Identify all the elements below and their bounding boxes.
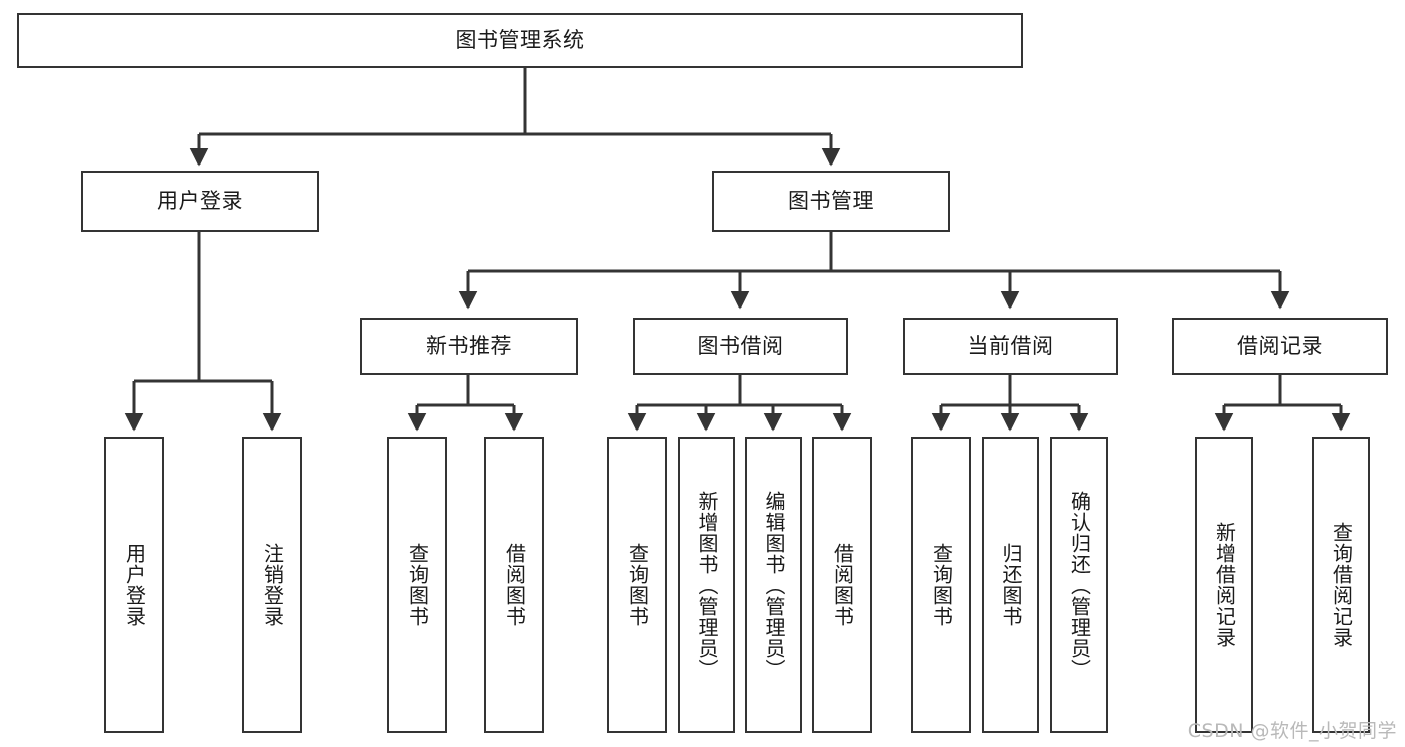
node-book-borrow-label: 图书借阅 (697, 333, 784, 358)
node-borrow-record-label: 借阅记录 (1237, 333, 1323, 358)
node-leaf-user-login-label: 用户登录 (122, 543, 147, 627)
node-current-borrow[interactable]: 当前借阅 (903, 318, 1118, 375)
node-leaf-return-book-label: 归还图书 (999, 543, 1023, 627)
node-leaf-user-login[interactable]: 用户登录 (104, 437, 164, 733)
node-leaf-query-book-1-label: 查询图书 (405, 543, 430, 627)
node-leaf-query-record[interactable]: 查询借阅记录 (1312, 437, 1370, 733)
node-leaf-add-record[interactable]: 新增借阅记录 (1195, 437, 1253, 733)
node-leaf-borrow-book-2-label: 借阅图书 (830, 543, 855, 627)
node-leaf-query-record-label: 查询借阅记录 (1329, 522, 1354, 648)
node-new-book-recommend-label: 新书推荐 (426, 333, 512, 358)
node-leaf-query-book-3[interactable]: 查询图书 (911, 437, 971, 733)
node-leaf-edit-book[interactable]: 编辑图书（管理员） (745, 437, 802, 733)
node-new-book-recommend[interactable]: 新书推荐 (360, 318, 578, 375)
csdn-watermark: CSDN @软件_小贺同学 (1187, 720, 1397, 742)
node-leaf-confirm-return-label: 确认归还（管理员） (1067, 490, 1092, 680)
node-leaf-return-book[interactable]: 归还图书 (982, 437, 1039, 733)
node-leaf-user-logout[interactable]: 注销登录 (242, 437, 302, 733)
node-user-login[interactable]: 用户登录 (81, 171, 319, 232)
node-leaf-confirm-return[interactable]: 确认归还（管理员） (1050, 437, 1108, 733)
node-user-login-label: 用户登录 (157, 188, 243, 213)
node-leaf-edit-book-label: 编辑图书（管理员） (762, 490, 786, 680)
node-leaf-add-book[interactable]: 新增图书（管理员） (678, 437, 735, 733)
node-book-management[interactable]: 图书管理 (712, 171, 950, 232)
node-leaf-user-logout-label: 注销登录 (260, 543, 285, 627)
node-leaf-query-book-3-label: 查询图书 (929, 543, 954, 627)
node-leaf-add-record-label: 新增借阅记录 (1212, 522, 1237, 648)
node-book-borrow[interactable]: 图书借阅 (633, 318, 848, 375)
node-borrow-record[interactable]: 借阅记录 (1172, 318, 1388, 375)
node-root-label: 图书管理系统 (455, 27, 585, 52)
node-leaf-add-book-label: 新增图书（管理员） (695, 490, 719, 680)
node-leaf-borrow-book-1-label: 借阅图书 (502, 543, 527, 627)
node-current-borrow-label: 当前借阅 (967, 333, 1054, 358)
node-leaf-borrow-book-2[interactable]: 借阅图书 (812, 437, 872, 733)
node-book-management-label: 图书管理 (788, 188, 874, 213)
node-leaf-borrow-book-1[interactable]: 借阅图书 (484, 437, 544, 733)
node-leaf-query-book-2-label: 查询图书 (625, 543, 650, 627)
node-root[interactable]: 图书管理系统 (17, 13, 1023, 68)
node-leaf-query-book-1[interactable]: 查询图书 (387, 437, 447, 733)
node-leaf-query-book-2[interactable]: 查询图书 (607, 437, 667, 733)
